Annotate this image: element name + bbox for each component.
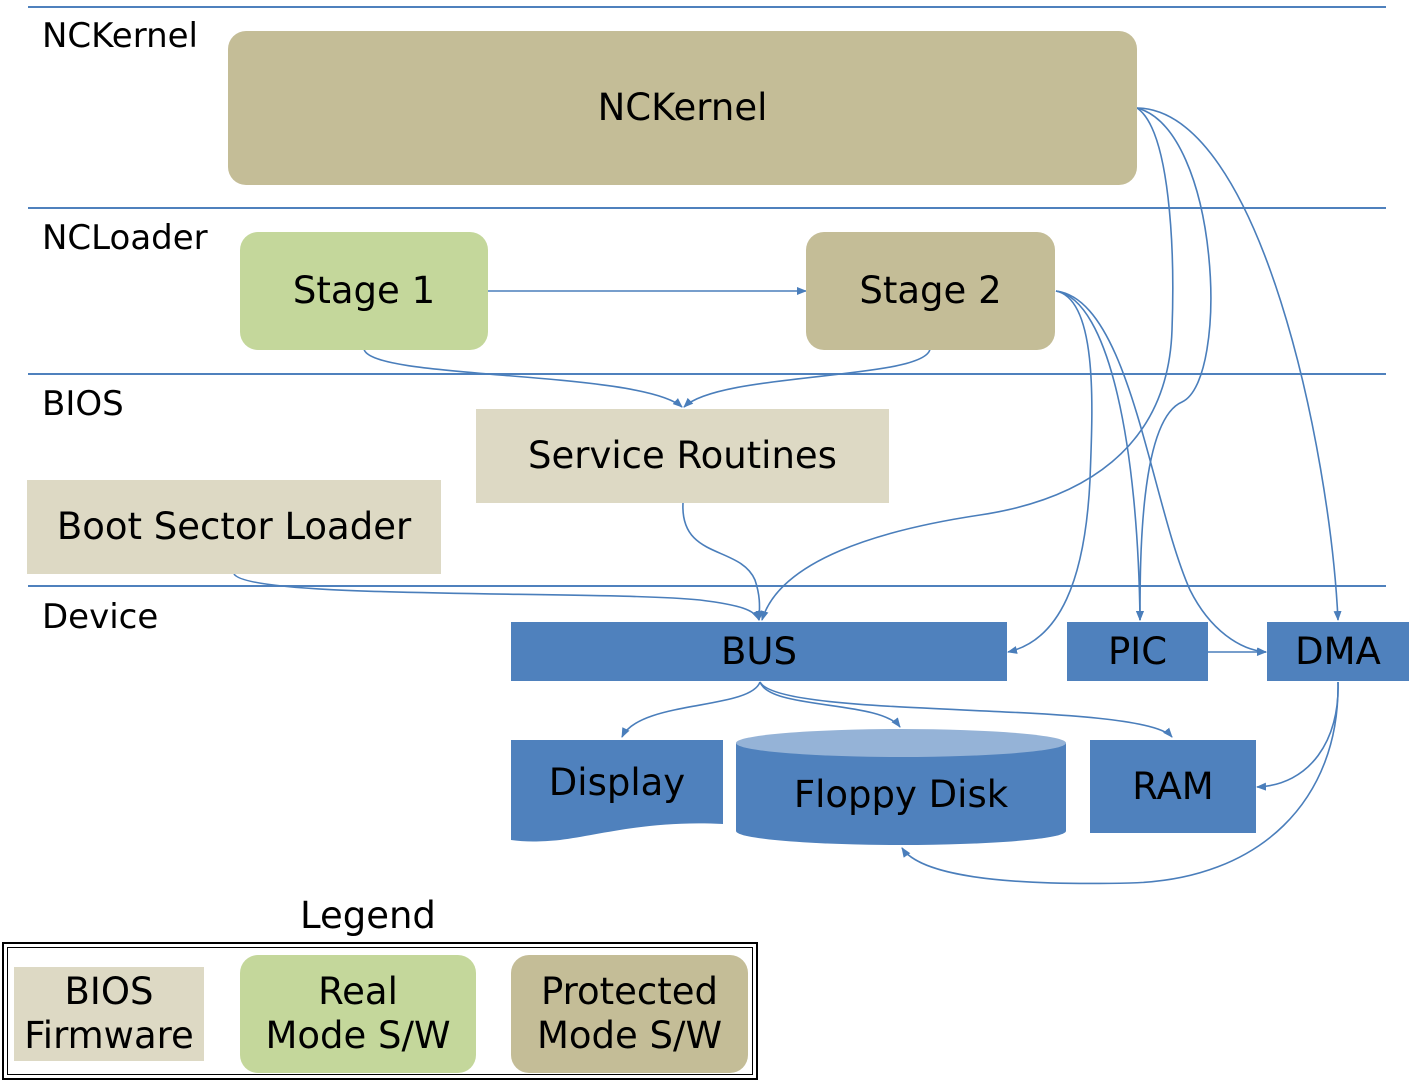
arrow-nckernel-bus [760,107,1174,621]
ram-box: RAM [1090,740,1256,833]
arrow-stage1-service [363,348,683,408]
display-label: Display [548,761,686,804]
arrow-bus-ram [759,681,1173,738]
arrow-stage2-pic [1055,290,1144,621]
display-shape [511,740,723,842]
arrow-stage2-service [683,348,931,408]
stage2-box: Stage 2 [806,232,1055,350]
separator-top [28,6,1386,8]
arrow-bootsector-bus [233,573,760,621]
arrow-nckernel-pic [1136,107,1212,621]
floppy-disk-top [736,729,1066,757]
arrow-bus-display [621,681,761,738]
pic-box: PIC [1067,622,1208,681]
arrow-service-bus [682,502,764,621]
arrow-stage2-bus [1007,290,1093,654]
separator-bios-device [28,585,1386,587]
legend-item-real-mode: Real Mode S/W [240,955,476,1073]
legend-item-bios-firmware: BIOS Firmware [14,967,204,1061]
separator-loader-bios [28,373,1386,375]
layer-label-device: Device [42,597,159,637]
stage1-box: Stage 1 [240,232,488,350]
boot-sector-loader-box: Boot Sector Loader [27,480,441,574]
floppy-disk-label: Floppy Disk [793,773,1009,816]
arrow-bus-floppy [759,681,901,728]
separator-kernel-loader [28,207,1386,209]
arrow-dma-floppy [901,681,1339,885]
layer-label-nckernel: NCKernel [42,16,198,56]
service-routines-box: Service Routines [476,409,889,503]
legend-title: Legend [300,894,436,937]
layer-label-bios: BIOS [42,384,124,424]
legend-item-protected-mode: Protected Mode S/W [511,955,748,1073]
bus-box: BUS [511,622,1007,681]
arrow-nckernel-dma [1136,107,1342,621]
legend-frame-inner [7,947,753,1075]
arrow-stage2-dma [1055,290,1267,656]
nckernel-box: NCKernel [228,31,1137,185]
legend-frame [2,942,758,1080]
layer-label-ncloader: NCLoader [42,218,208,258]
dma-box: DMA [1267,622,1409,681]
floppy-disk-shape [736,743,1066,845]
arrow-dma-ram [1256,681,1339,791]
